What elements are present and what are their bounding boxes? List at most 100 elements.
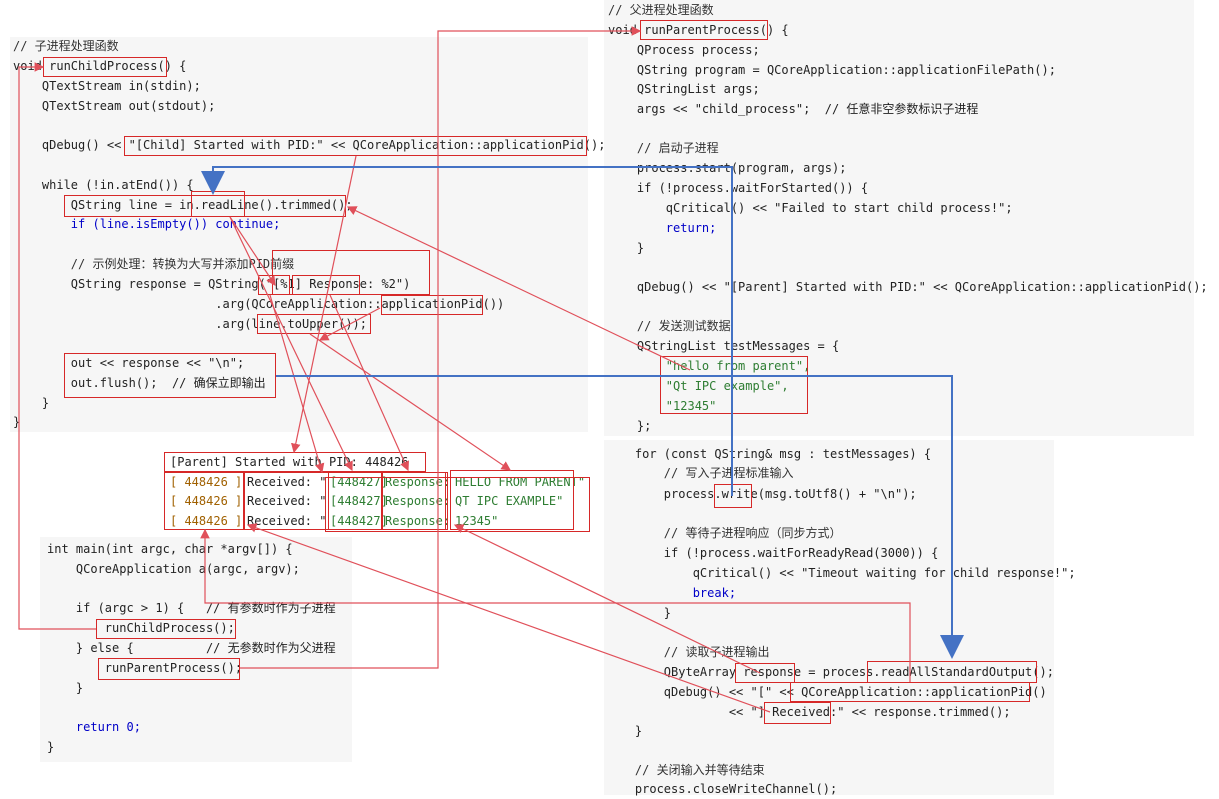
code-line: } else { // 无参数时作为父进程: [47, 641, 336, 655]
code-line: process.closeWriteChannel();: [606, 782, 838, 796]
code-line: qDebug() << "[Parent] Started with PID:"…: [608, 280, 1208, 294]
output-text: QT IPC EXAMPLE": [455, 494, 564, 508]
code-line: .arg(QCoreApplication::applicationPid()): [13, 297, 505, 311]
arrow-response-var-output: [453, 524, 761, 674]
code-line: };: [608, 419, 652, 433]
code-line: QStringList testMessages = {: [608, 339, 840, 353]
code-line: // 启动子进程: [608, 141, 719, 155]
code-line: // 写入子进程标准输入: [606, 466, 794, 480]
output-child-pid: [448427]: [330, 494, 388, 508]
code-line: }: [13, 415, 21, 429]
code-line: "12345": [608, 399, 717, 413]
code-line: }: [608, 241, 645, 255]
output-text: 12345": [455, 514, 499, 528]
arrow-pid-output: [318, 307, 381, 341]
code-line: // 父进程处理函数: [608, 3, 714, 17]
code-line: }: [606, 724, 643, 738]
main-code-panel: [40, 537, 352, 762]
code-line: out << response << "\n";: [13, 356, 245, 370]
output-pid: [ 448426 ]: [170, 494, 243, 508]
highlight-app-pid: [381, 295, 483, 315]
code-line: runChildProcess();: [47, 621, 235, 635]
parent-loop-panel: [604, 440, 1054, 795]
output-pid: [ 448426 ]: [170, 514, 243, 528]
code-line: return;: [608, 221, 717, 235]
output-text: HELLO FROM PARENT": [455, 475, 586, 489]
code-line: "Qt IPC example",: [608, 379, 789, 393]
code-line: runParentProcess();: [47, 661, 243, 675]
highlight-test-messages: [660, 356, 808, 414]
highlight-main-run-parent: [98, 658, 240, 680]
code-line: // 子进程处理函数: [13, 39, 119, 53]
code-line: QTextStream in(stdin);: [13, 79, 201, 93]
code-line: QProcess process;: [608, 43, 760, 57]
arrow-format-output: [269, 294, 325, 474]
arrow-messages-readline: [346, 206, 691, 371]
code-line: .arg(line.toUpper());: [13, 317, 368, 331]
code-line: process.write(msg.toUtf8() + "\n");: [606, 487, 917, 501]
output-pid: [ 448426 ]: [170, 475, 243, 489]
code-line: QString program = QCoreApplication::appl…: [608, 63, 1056, 77]
code-line: // 关闭输入并等待结束: [606, 763, 765, 777]
output-response-label: Response:: [385, 475, 451, 489]
code-line: // 读取子进程输出: [606, 645, 770, 659]
highlight-output-stmt: [64, 353, 276, 398]
highlight-response-var: [735, 663, 795, 683]
code-line: args << "child_process"; // 任意非空参数标识子进程: [608, 102, 979, 116]
code-line: // 发送测试数据: [608, 319, 731, 333]
code-line: QString line = in.readLine().trimmed();: [13, 198, 353, 212]
code-line: }: [47, 740, 55, 754]
code-line: // 示例处理：转换为大写并添加PID前缀: [13, 257, 295, 271]
output-received: Received: ": [247, 514, 327, 528]
arrow-out-to-parent: [276, 375, 964, 659]
code-line: while (!in.atEnd()) {: [13, 178, 194, 192]
code-line: }: [47, 681, 84, 695]
code-line: qCritical() << "Timeout waiting for chil…: [606, 566, 1076, 580]
highlight-output-text: [450, 470, 574, 530]
output-received: Received: ": [247, 494, 327, 508]
code-line: << "] Received:" << response.trimmed();: [606, 705, 1011, 719]
code-line: QTextStream out(stdout);: [13, 99, 216, 113]
code-line: qDebug() << "[Child] Started with PID:" …: [13, 138, 606, 152]
code-line: void runParentProcess() {: [608, 23, 789, 37]
highlight-main-run-child: [96, 619, 236, 639]
output-header: [Parent] Started with PID: 448426: [170, 455, 409, 469]
code-line: qDebug() << "[" << QCoreApplication::app…: [606, 685, 1047, 699]
highlight-output-response: [382, 472, 448, 530]
code-line: }: [606, 606, 672, 620]
output-received: Received: ": [247, 475, 327, 489]
output-response-label: Response:: [385, 514, 451, 528]
arrow-main-to-parent: [240, 26, 642, 669]
highlight-received: [764, 702, 831, 724]
code-line: // 等待子进程响应（同步方式）: [606, 526, 842, 540]
highlight-to-upper: [257, 314, 371, 334]
arrow-toupper-output: [309, 333, 511, 471]
highlight-parent-pid: [790, 682, 1030, 702]
code-line: if (!process.waitForStarted()) {: [608, 181, 869, 195]
code-line: if (argc > 1) { // 有参数时作为子进程: [47, 601, 336, 615]
arrow-main-to-child: [18, 62, 96, 630]
highlight-output-child-pid: [328, 472, 382, 530]
parent-code-panel: [604, 0, 1194, 436]
arrow-response-output: [329, 294, 409, 472]
code-line: int main(int argc, char *argv[]) {: [47, 542, 293, 556]
child-code-panel: [10, 37, 588, 432]
arrow-received-output: [246, 523, 771, 713]
arrow-readline-output: [229, 216, 353, 472]
code-line: QByteArray response = process.readAllSta…: [606, 665, 1054, 679]
code-line: qCritical() << "Failed to start child pr…: [608, 201, 1013, 215]
output-child-pid: [448427]: [330, 514, 388, 528]
highlight-child-started: [124, 136, 587, 156]
code-line: if (!process.waitForReadyRead(3000)) {: [606, 546, 939, 560]
output-response-label: Response:: [385, 494, 451, 508]
arrow-child-started-output: [291, 155, 357, 454]
arrow-write-to-child: [201, 166, 733, 496]
code-line: "hello from parent",: [608, 359, 811, 373]
code-line: break;: [606, 586, 737, 600]
code-line: QCoreApplication a(argc, argv);: [47, 562, 300, 576]
code-line: return 0;: [47, 720, 141, 734]
code-line: }: [13, 396, 50, 410]
code-line: QString response = QString("[%1] Respons…: [13, 277, 411, 291]
code-line: for (const QString& msg : testMessages) …: [606, 447, 932, 461]
